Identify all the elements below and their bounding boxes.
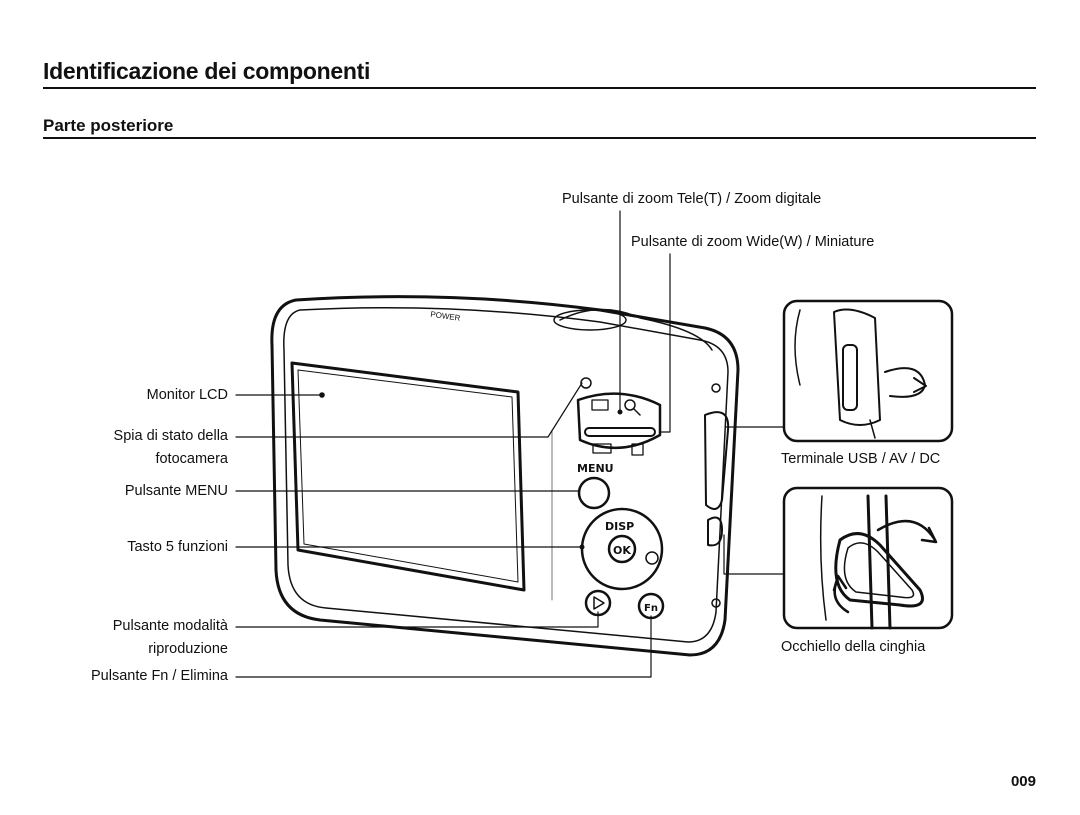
ok-marking: OK (613, 544, 631, 557)
label-status-lamp-1: Spia di stato della (113, 428, 228, 444)
usb-cover-icon (704, 411, 730, 510)
label-five-function: Tasto 5 funzioni (127, 539, 228, 555)
section-subtitle: Parte posteriore (43, 116, 174, 135)
label-menu-button: Pulsante MENU (124, 483, 228, 499)
label-zoom-wide: Pulsante di zoom Wide(W) / Miniature (631, 234, 875, 250)
status-lamp-icon (580, 377, 592, 389)
camera-body (270, 295, 740, 657)
page-number: 009 (1010, 773, 1036, 790)
inset-strap-eyelet (782, 486, 954, 630)
label-fn-delete: Pulsante Fn / Elimina (90, 668, 228, 684)
label-strap-eyelet: Occhiello della cinghia (781, 639, 926, 655)
label-zoom-tele: Pulsante di zoom Tele(T) / Zoom digitale (562, 191, 822, 207)
label-monitor-lcd: Monitor LCD (146, 387, 228, 403)
callout-lines (235, 210, 785, 678)
power-marking: POWER (430, 310, 461, 323)
disp-marking: DISP (605, 520, 634, 533)
zoom-rocker (576, 392, 662, 456)
fn-marking: Fn (644, 603, 658, 614)
page-title: Identificazione dei componenti (43, 58, 371, 84)
strap-eyelet-icon (707, 516, 723, 547)
title-rule (43, 87, 1036, 89)
subtitle-rule (43, 137, 1036, 139)
label-playback-1: Pulsante modalità (112, 618, 228, 634)
lcd-screen (290, 361, 526, 592)
label-usb-terminal: Terminale USB / AV / DC (781, 451, 941, 467)
label-status-lamp-2: fotocamera (155, 451, 228, 467)
inset-usb-terminal (782, 299, 954, 443)
menu-button-icon (577, 476, 611, 510)
menu-marking: MENU (577, 462, 614, 475)
label-playback-2: riproduzione (148, 641, 228, 657)
